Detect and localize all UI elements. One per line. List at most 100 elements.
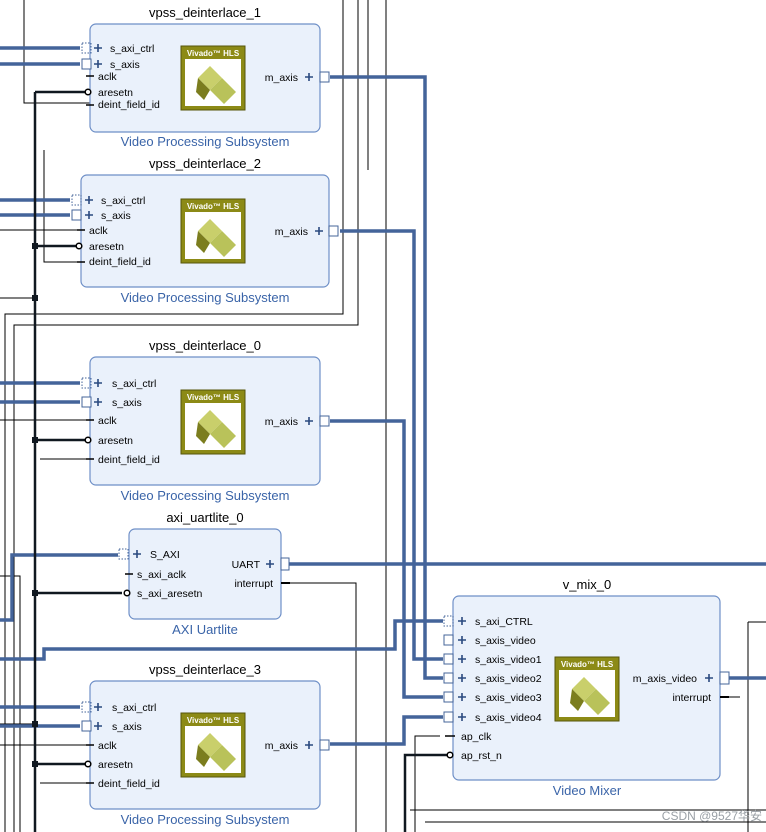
bus-port-icon <box>81 377 92 389</box>
pin-deint-field-id[interactable]: deint_field_id <box>86 778 160 790</box>
bus-port-icon <box>319 71 330 83</box>
pin-label: deint_field_id <box>98 778 160 790</box>
pin-s-axis-video1[interactable]: s_axis_video1 <box>443 653 542 666</box>
pin-m-axis[interactable]: m_axis <box>265 415 330 428</box>
wire <box>13 0 359 832</box>
block-vpss-deinterlace-1[interactable]: vpss_deinterlace_1 Video Processing Subs… <box>81 5 330 149</box>
vivado-hls-logo: Vivado™ HLS <box>180 389 246 455</box>
bus-port-icon <box>319 415 330 427</box>
pin-label: s_axi_ctrl <box>101 195 145 207</box>
pin-s-axis-video2[interactable]: s_axis_video2 <box>443 672 542 685</box>
pin-deint-field-id[interactable]: deint_field_id <box>77 256 151 268</box>
pin-label: s_axis_video3 <box>475 692 542 704</box>
plus-icon <box>266 560 274 568</box>
pin-label: deint_field_id <box>98 99 160 111</box>
pin-s-axis[interactable]: s_axis <box>81 58 140 71</box>
block-title: vpss_deinterlace_1 <box>149 5 261 20</box>
pin-ap-rst-n[interactable]: ap_rst_n <box>446 750 502 762</box>
trunk <box>403 753 449 832</box>
vivado-hls-logo: Vivado™ HLS <box>180 712 246 778</box>
pin-deint-field-id[interactable]: deint_field_id <box>86 99 160 111</box>
bus-port-icon <box>443 634 454 646</box>
junction <box>32 437 38 443</box>
bus <box>330 715 443 746</box>
bus <box>330 75 443 680</box>
wire <box>747 621 766 832</box>
block-axi-uartlite-0[interactable]: axi_uartlite_0 AXI Uartlite S_AXI s_axi_… <box>118 510 290 637</box>
wire <box>288 582 357 832</box>
bus-port-icon <box>71 209 82 221</box>
pin-m-axis[interactable]: m_axis <box>265 71 330 84</box>
pin-s-axis[interactable]: s_axis <box>71 209 131 222</box>
plus-icon <box>458 617 466 625</box>
pin-aresetn[interactable]: aresetn <box>84 87 133 99</box>
pin-s-axi[interactable]: S_AXI <box>118 548 180 561</box>
wire <box>4 0 344 832</box>
bus-port-icon <box>443 672 454 684</box>
pin-label: aresetn <box>98 759 133 771</box>
pin-s-axis-video[interactable]: s_axis_video <box>443 634 536 647</box>
vivado-hls-logo: Vivado™ HLS <box>180 198 246 264</box>
pin-s-axis-video4[interactable]: s_axis_video4 <box>443 711 542 724</box>
pin-label: deint_field_id <box>98 454 160 466</box>
pin-label: aresetn <box>98 87 133 99</box>
pin-aclk[interactable]: aclk <box>86 740 117 752</box>
pin-s-axis[interactable]: s_axis <box>81 396 142 409</box>
pin-uart[interactable]: UART <box>232 557 290 571</box>
pin-label: m_axis <box>265 740 298 752</box>
block-vpss-deinterlace-0[interactable]: vpss_deinterlace_0 Video Processing Subs… <box>81 338 330 503</box>
bus-port-icon <box>81 396 92 408</box>
pin-deint-field-id[interactable]: deint_field_id <box>86 454 160 466</box>
pin-label: m_axis <box>265 416 298 428</box>
pin-s-axis-video3[interactable]: s_axis_video3 <box>443 691 542 704</box>
plus-icon <box>305 741 313 749</box>
block-subtitle: Video Processing Subsystem <box>121 488 290 503</box>
pin-label: aclk <box>98 415 117 427</box>
pin-s-axi-ctrl[interactable]: s_axi_ctrl <box>81 42 154 55</box>
pin-ap-clk[interactable]: ap_clk <box>445 731 492 743</box>
inverted-port-icon <box>446 751 454 759</box>
plus-icon <box>94 44 102 52</box>
bus-port-icon <box>118 548 129 560</box>
pin-m-axis[interactable]: m_axis <box>275 225 339 238</box>
pin-interrupt[interactable]: interrupt <box>672 692 729 704</box>
bus <box>340 229 443 661</box>
pin-s-axi-ctrl[interactable]: s_axi_ctrl <box>71 194 145 207</box>
pin-aclk[interactable]: aclk <box>86 71 117 83</box>
pin-m-axis[interactable]: m_axis <box>265 739 330 752</box>
pin-s-axi-ctrl[interactable]: s_axi_ctrl <box>81 701 156 714</box>
pin-aresetn[interactable]: aresetn <box>84 759 133 771</box>
pin-label: s_axis_video1 <box>475 654 542 666</box>
wire <box>23 0 90 104</box>
pin-s-axis[interactable]: s_axis <box>81 720 142 733</box>
pin-aclk[interactable]: aclk <box>77 225 108 237</box>
pin-s-axi-aclk[interactable]: s_axi_aclk <box>125 569 187 581</box>
pin-s-axi-ctrl[interactable]: s_axi_ctrl <box>81 377 156 390</box>
clock-reset-trunk <box>33 90 449 832</box>
block-vpss-deinterlace-2[interactable]: vpss_deinterlace_2 Video Processing Subs… <box>71 156 339 305</box>
junction <box>32 243 38 249</box>
pin-interrupt[interactable]: interrupt <box>234 578 290 590</box>
block-subtitle: Video Processing Subsystem <box>121 134 290 149</box>
bus-port-icon <box>81 701 92 713</box>
pin-aresetn[interactable]: aresetn <box>75 241 124 253</box>
pin-aresetn[interactable]: aresetn <box>84 435 133 447</box>
pin-m-axis-video[interactable]: m_axis_video <box>633 671 730 685</box>
pin-s-axi-ctrl[interactable]: s_axi_CTRL <box>443 615 533 628</box>
plus-icon <box>94 703 102 711</box>
block-title: vpss_deinterlace_2 <box>149 156 261 171</box>
block-title: axi_uartlite_0 <box>166 510 243 525</box>
plus-icon <box>315 227 323 235</box>
junction <box>32 721 38 727</box>
pin-label: s_axis <box>112 397 142 409</box>
vivado-hls-logo: Vivado™ HLS <box>180 45 246 111</box>
pin-aclk[interactable]: aclk <box>86 415 117 427</box>
junctions <box>32 243 38 767</box>
plus-icon <box>85 196 93 204</box>
block-vpss-deinterlace-3[interactable]: vpss_deinterlace_3 Video Processing Subs… <box>81 662 330 827</box>
bus-port-icon <box>81 58 92 70</box>
pin-s-axi-aresetn[interactable]: s_axi_aresetn <box>123 588 203 600</box>
bus <box>330 419 443 699</box>
block-v-mix-0[interactable]: v_mix_0 Video Mixer s_axi_CTRL s_axis_vi… <box>443 577 730 798</box>
